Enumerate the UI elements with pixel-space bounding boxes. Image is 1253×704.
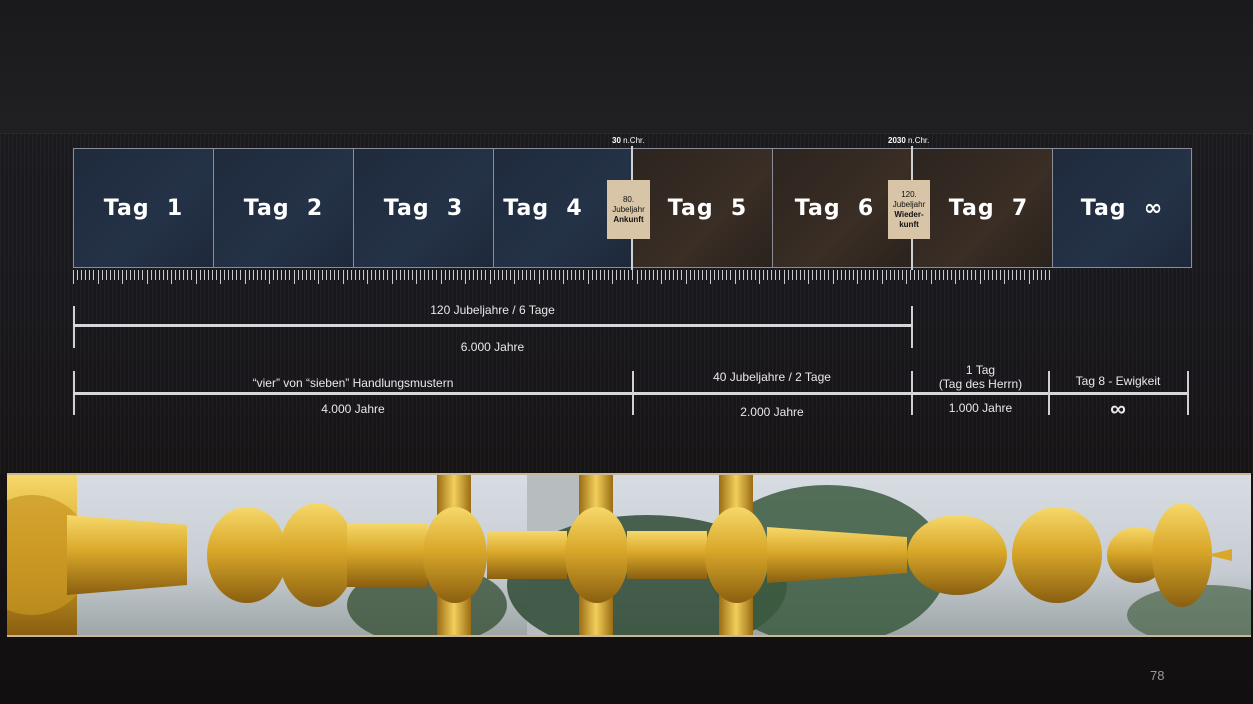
- day-cell-7: Tag 7: [912, 148, 1052, 268]
- day-cell-5: Tag 5: [632, 148, 772, 268]
- jubilee-word: Jubeljahr: [612, 204, 645, 214]
- day-label: Tag 3: [383, 195, 464, 221]
- page-number: 78: [1150, 668, 1165, 683]
- span-one-top-line2: (Tag des Herrn): [938, 377, 1023, 391]
- era-suffix: n.Chr.: [620, 136, 645, 145]
- tick-ruler: [73, 270, 1050, 284]
- jubilee-word: Jubeljahr: [892, 199, 926, 209]
- span-total-left-bracket: [73, 306, 75, 348]
- day-cell-infinity: Tag ∞: [1052, 148, 1192, 268]
- day-label: Tag 2: [243, 195, 324, 221]
- era-year: 30: [612, 136, 621, 145]
- lampstand-photo: [7, 473, 1251, 637]
- era-marker-30: 30 n.Chr.: [612, 136, 644, 145]
- day-label: Tag 4: [503, 195, 583, 221]
- jubilee-event: Wieder-: [894, 209, 924, 219]
- jubilee-box-120: 120. Jubeljahr Wieder- kunft: [888, 180, 930, 239]
- span-eternity-bottom: ∞: [1110, 396, 1126, 421]
- day-cell-3: Tag 3: [353, 148, 493, 268]
- day-cell-1: Tag 1: [73, 148, 213, 268]
- day-label: Tag 7: [948, 195, 1029, 221]
- span-total-top: 120 Jubeljahre / 6 Tage: [430, 303, 555, 317]
- span-one-top: 1 Tag (Tag des Herrn): [912, 363, 1049, 391]
- jubilee-event-cont: kunft: [899, 219, 919, 229]
- span-one-line: [912, 392, 1049, 395]
- span-one-top-line1: 1 Tag: [965, 363, 996, 377]
- day-label: Tag 6: [794, 195, 875, 221]
- jubilee-number: 80.: [622, 194, 635, 204]
- era-year: 2030: [888, 136, 906, 145]
- span-four-bottom: 4.000 Jahre: [321, 402, 385, 416]
- span-total-right-bracket: [911, 306, 913, 348]
- span-total-line: [73, 324, 913, 327]
- jubilee-event: Ankunft: [613, 214, 644, 224]
- day-label: Tag ∞: [1080, 195, 1164, 221]
- day-label: Tag 1: [103, 195, 184, 221]
- span-one-bottom: 1.000 Jahre: [948, 401, 1013, 415]
- span-two-line: [633, 392, 911, 395]
- jubilee-box-80: 80. Jubeljahr Ankunft: [607, 180, 650, 239]
- span-eternity-right-bracket: [1187, 371, 1189, 415]
- span-two-bottom: 2.000 Jahre: [740, 405, 804, 419]
- era-marker-2030: 2030 n.Chr.: [888, 136, 929, 145]
- lampstand-illustration: [7, 475, 1251, 635]
- span-eternity-line: [1049, 392, 1187, 395]
- span-eternity-top: Tag 8 - Ewigkeit: [1075, 374, 1161, 388]
- day-label: Tag 5: [667, 195, 748, 221]
- jubilee-number: 120.: [901, 189, 917, 199]
- span-total-bottom: 6.000 Jahre: [460, 340, 525, 354]
- span-four-top: “vier” von “sieben” Handlungsmustern: [252, 376, 454, 390]
- day-cell-2: Tag 2: [213, 148, 353, 268]
- span-two-top: 40 Jubeljahre / 2 Tage: [713, 370, 831, 384]
- era-suffix: n.Chr.: [905, 136, 930, 145]
- span-four-line: [73, 392, 633, 395]
